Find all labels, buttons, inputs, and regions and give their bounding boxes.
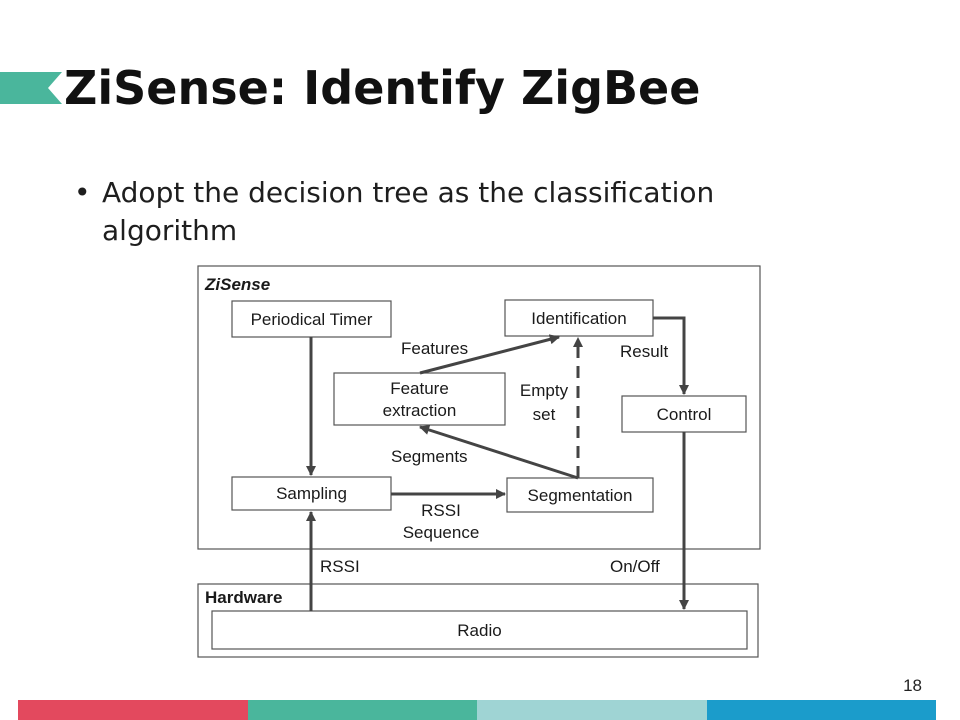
radio-box (211, 610, 748, 650)
edge-label-empty-set-line1: Empty (520, 381, 569, 400)
edge-label-on-off: On/Off (610, 557, 660, 576)
page-number: 18 (903, 676, 922, 695)
edge-label-segments: Segments (391, 447, 468, 466)
accent-ribbon-shape (0, 72, 62, 104)
arrow-identification-to-control (653, 316, 690, 396)
bullet-text: Adopt the decision tree as the classific… (102, 176, 715, 247)
footer-segment-red (18, 700, 248, 720)
segmentation-box (506, 477, 654, 513)
footer-segment-light-teal (477, 700, 707, 720)
arrow-feature-extraction-to-identification (419, 334, 560, 375)
sampling-box (231, 476, 392, 511)
slide-title: ZiSense: Identify ZigBee (64, 61, 701, 115)
hardware-container-label: Hardware (205, 588, 282, 607)
radio-label: Radio (457, 621, 501, 640)
edge-label-features: Features (401, 339, 468, 358)
periodical-timer-box (231, 300, 392, 338)
feature-extraction-box (333, 372, 506, 426)
sampling-label: Sampling (276, 484, 347, 503)
identification-label: Identification (531, 309, 626, 328)
feature-extraction-label-line1: Feature (390, 379, 449, 398)
feature-extraction-label-line2: extraction (383, 401, 457, 420)
footer-color-bar (18, 700, 936, 720)
edge-label-empty-set-line2: set (533, 405, 556, 424)
segmentation-label: Segmentation (528, 486, 633, 505)
accent-ribbon (0, 72, 62, 104)
periodical-timer-label: Periodical Timer (251, 310, 373, 329)
footer-segment-green (247, 700, 477, 720)
arrow-segmentation-to-feature-extraction (419, 424, 579, 480)
edge-label-rssi: RSSI (320, 557, 360, 576)
bullet-item: • Adopt the decision tree as the classif… (74, 174, 814, 250)
bullet-dot: • (74, 176, 91, 209)
edge-label-rssi-sequence-line2: Sequence (403, 523, 480, 542)
footer-segment-blue (706, 700, 936, 720)
edge-label-result: Result (620, 342, 668, 361)
control-box (621, 395, 747, 433)
edge-label-rssi-sequence-line1: RSSI (421, 501, 461, 520)
zisense-container-label: ZiSense (204, 275, 270, 294)
control-label: Control (657, 405, 712, 424)
